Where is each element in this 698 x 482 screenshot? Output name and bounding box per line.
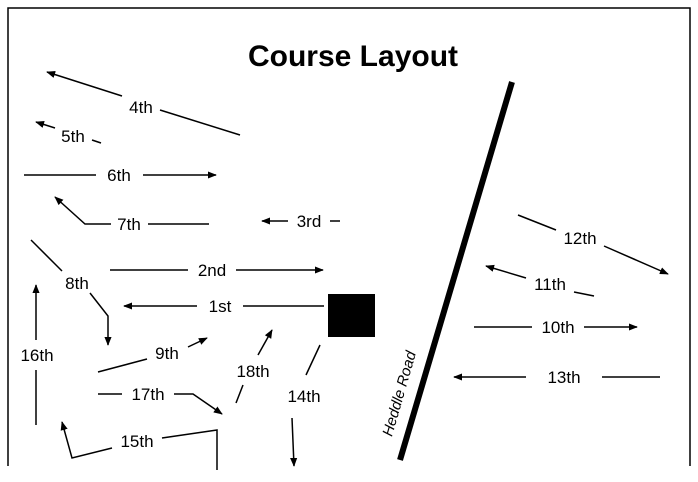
hole-label-13th: 13th [547, 368, 580, 387]
hole-label-17th: 17th [131, 385, 164, 404]
hole-8th-path [30, 239, 63, 272]
hole-14th-path-head [290, 417, 298, 467]
diagram-border [7, 7, 691, 466]
hole-11th-path-tail [573, 291, 595, 297]
diagram-title: Course Layout [248, 40, 458, 73]
hole-label-11th: 11th [534, 275, 566, 294]
hole-label-18th: 18th [236, 362, 269, 381]
hole-5th-path-tail [91, 139, 102, 144]
hole-14th-path [305, 344, 321, 376]
road-label: Heddle Road [379, 349, 420, 438]
hole-18th-path-head [257, 329, 273, 356]
hole-15th-path-tail [161, 429, 218, 470]
hole-18th-path [235, 384, 244, 404]
hole-15th-path [60, 421, 113, 459]
hole-label-15th: 15th [120, 432, 153, 451]
hole-label-8th: 8th [65, 274, 89, 293]
hole-label-3rd: 3rd [297, 212, 322, 231]
heddle-road [397, 81, 515, 461]
clubhouse [328, 294, 375, 337]
hole-label-16th: 16th [20, 346, 53, 365]
hole-9th-path-head [187, 337, 208, 348]
hole-4th-path [46, 71, 123, 97]
hole-label-2nd: 2nd [198, 261, 226, 280]
hole-5th-path [35, 121, 56, 129]
hole-9th-path [97, 358, 148, 373]
hole-label-14th: 14th [287, 387, 320, 406]
hole-label-7th: 7th [117, 215, 141, 234]
hole-label-12th: 12th [563, 229, 596, 248]
hole-11th-path [485, 264, 527, 279]
hole-label-5th: 5th [61, 127, 85, 146]
hole-12th-path [517, 214, 557, 231]
hole-7th-path [54, 196, 111, 225]
hole-8th-path-head [89, 292, 112, 346]
hole-17th-path-head [174, 393, 223, 415]
hole-label-9th: 9th [155, 344, 179, 363]
hole-label-6th: 6th [107, 166, 131, 185]
hole-label-1st: 1st [209, 297, 232, 316]
hole-label-4th: 4th [129, 98, 153, 117]
hole-12th-path-head [603, 245, 669, 275]
hole-4th-path-tail [159, 109, 241, 136]
hole-label-10th: 10th [541, 318, 574, 337]
